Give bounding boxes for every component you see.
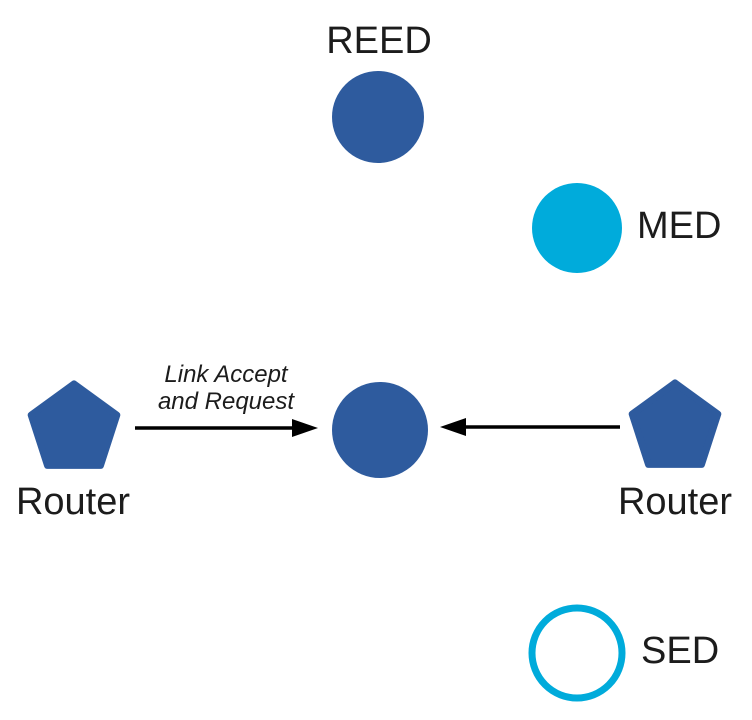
- left-arrow-label-line1: Link Accept: [164, 361, 288, 388]
- router-right-label: Router: [617, 481, 733, 523]
- sed-node-circle: [528, 604, 626, 702]
- left-arrow-head-icon: [292, 419, 318, 437]
- right-arrow-head-icon: [440, 418, 466, 436]
- parent-node-circle: [332, 382, 428, 478]
- left-arrow-label-line2: and Request: [157, 388, 295, 415]
- left-arrow-label: Link Accept and Request: [146, 361, 306, 415]
- sed-label: SED: [641, 630, 720, 672]
- router-left-pentagon: [27, 380, 121, 469]
- med-label: MED: [637, 205, 722, 247]
- med-node-circle: [532, 183, 622, 273]
- reed-node-circle: [332, 71, 424, 163]
- reed-label: REED: [326, 20, 432, 62]
- router-left-label: Router: [15, 481, 131, 523]
- router-right-pentagon: [628, 379, 722, 468]
